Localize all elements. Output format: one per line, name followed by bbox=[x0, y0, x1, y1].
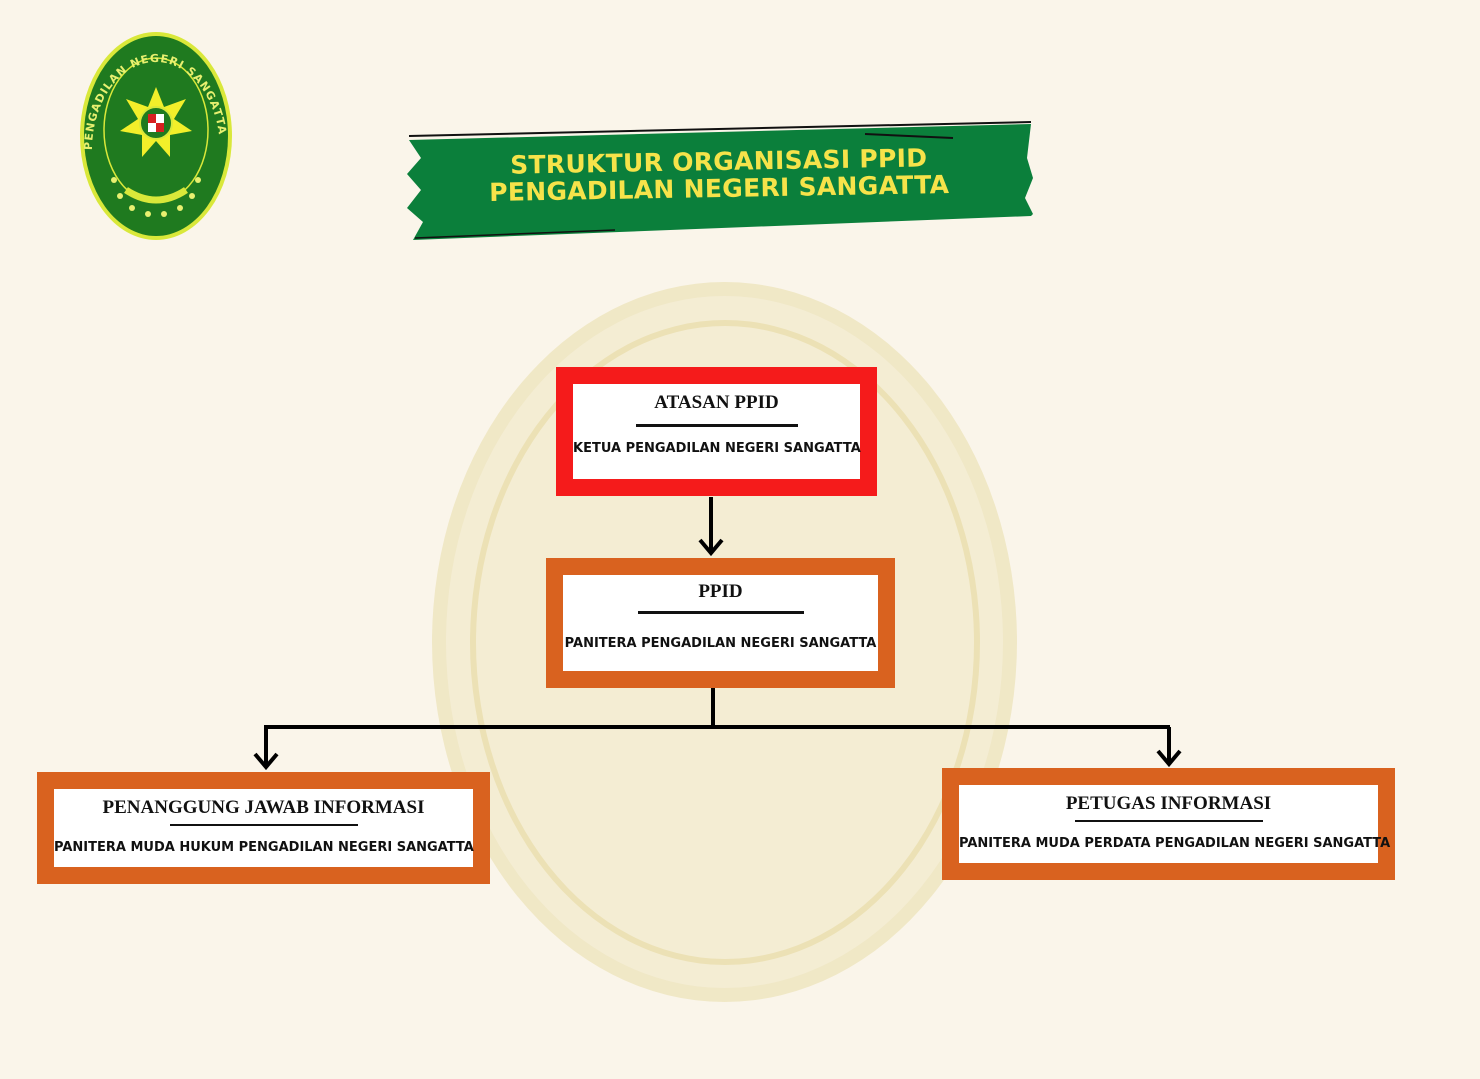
divider bbox=[635, 424, 798, 427]
node-title: PETUGAS INFORMASI bbox=[1065, 793, 1272, 814]
watermark-emblem-ring bbox=[470, 320, 980, 965]
arrowhead bbox=[698, 538, 724, 557]
arrowhead bbox=[253, 752, 279, 771]
court-logo: PENGADILAN NEGERI SANGATTA bbox=[80, 32, 232, 240]
node-ppid: PPID PANITERA PENGADILAN NEGERI SANGATTA bbox=[546, 558, 895, 688]
node-atasan-ppid: ATASAN PPID KETUA PENGADILAN NEGERI SANG… bbox=[556, 367, 877, 496]
node-title: PENANGGUNG JAWAB INFORMASI bbox=[102, 797, 425, 818]
divider bbox=[1074, 820, 1263, 822]
node-subtitle: PANITERA MUDA PERDATA PENGADILAN NEGERI … bbox=[959, 836, 1391, 851]
node-petugas-informasi: PETUGAS INFORMASI PANITERA MUDA PERDATA … bbox=[942, 768, 1395, 880]
divider bbox=[169, 824, 358, 826]
title-banner bbox=[407, 121, 1033, 240]
node-subtitle: PANITERA MUDA HUKUM PENGADILAN NEGERI SA… bbox=[54, 840, 474, 855]
node-subtitle: PANITERA PENGADILAN NEGERI SANGATTA bbox=[564, 636, 877, 651]
arrowhead bbox=[1156, 749, 1182, 768]
node-subtitle: KETUA PENGADILAN NEGERI SANGATTA bbox=[573, 441, 861, 456]
node-penanggung-jawab-informasi: PENANGGUNG JAWAB INFORMASI PANITERA MUDA… bbox=[37, 772, 490, 884]
node-title: PPID bbox=[698, 581, 743, 602]
divider bbox=[637, 611, 804, 614]
node-title: ATASAN PPID bbox=[654, 392, 779, 413]
